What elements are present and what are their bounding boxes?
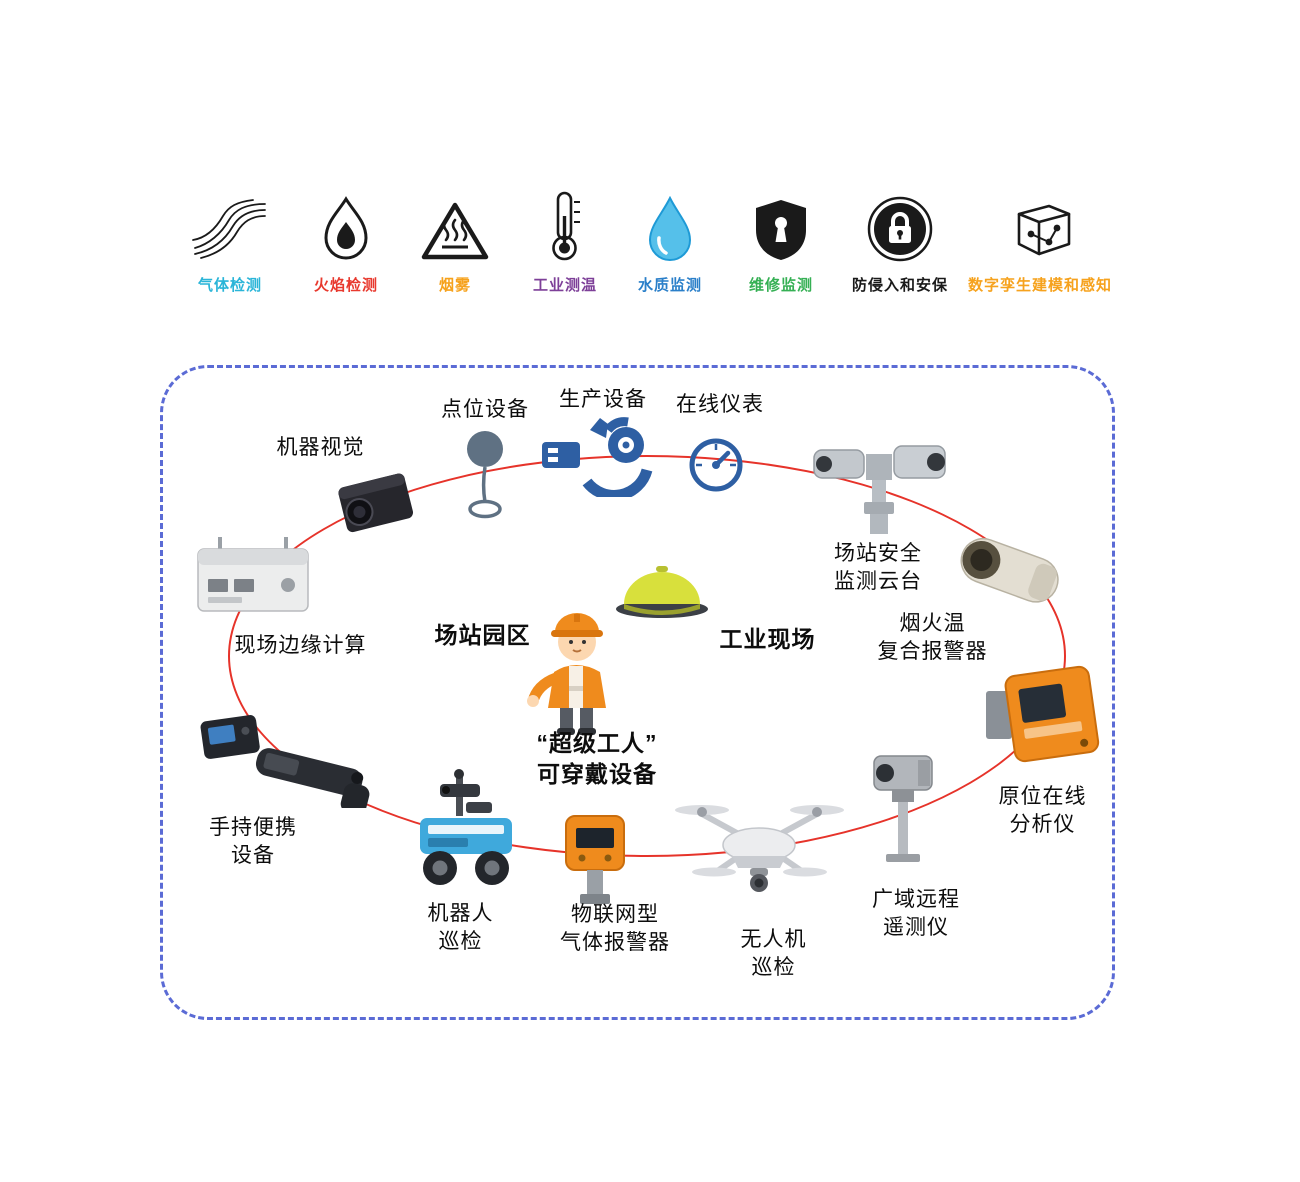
- legend-label-smoke: 烟雾: [438, 277, 471, 294]
- legend-label-maintenance-monitoring: 维修监测: [748, 277, 813, 294]
- wide-area-telemetry-label: 广域远程 遥测仪: [872, 888, 960, 940]
- in-situ-analyzer-icon: [982, 665, 1100, 765]
- station-ptz-label: 场站安全 监测云台: [834, 542, 922, 594]
- ptz-dual-camera-icon: [812, 428, 947, 538]
- legend-item-maintenance-monitoring: 维修监测: [716, 190, 846, 295]
- legend-item-digital-twin: 数字孪生建模和感知: [950, 190, 1130, 295]
- drone-icon: [672, 788, 847, 903]
- production-equipment-label: 生产设备: [559, 388, 647, 411]
- drone-inspection-label: 无人机 巡检: [740, 928, 807, 980]
- in-situ-analyzer-label: 原位在线 分析仪: [998, 785, 1087, 837]
- lock-icon: [867, 190, 933, 262]
- legend-item-smoke: 烟雾: [390, 190, 520, 295]
- smoke-warning-icon: [420, 190, 490, 262]
- smart-helmet-icon: [612, 552, 712, 620]
- legend-label-flame-detection: 火焰检测: [313, 277, 378, 294]
- gauge-icon: [688, 436, 744, 494]
- legend-item-intrusion-security: 防侵入和安保: [830, 190, 970, 295]
- system-boundary-dashed-frame: [160, 365, 1115, 1020]
- legend-label-digital-twin: 数字孪生建模和感知: [967, 277, 1112, 294]
- location-pin-icon: [456, 428, 514, 523]
- edge-computing-label: 现场边缘计算: [234, 634, 367, 657]
- digital-twin-cube-icon: [1005, 190, 1075, 262]
- industrial-site-label: 工业现场: [719, 626, 816, 652]
- point-device-label: 点位设备: [441, 398, 529, 421]
- fire-smoke-temp-camera-icon: [948, 522, 1070, 617]
- legend-label-intrusion-security: 防侵入和安保: [851, 277, 948, 294]
- iot-gas-alarm-label: 物联网型 气体报警器: [560, 903, 670, 955]
- edge-computing-box-icon: [192, 535, 314, 621]
- gas-waves-icon: [191, 190, 269, 262]
- worker-cartoon-icon: [524, 600, 629, 735]
- legend-label-industrial-temperature: 工业测温: [532, 277, 597, 294]
- telemetry-camera-icon: [858, 750, 953, 865]
- legend-label-water-quality: 水质监测: [637, 277, 702, 294]
- robot-arm-icon: [542, 412, 657, 501]
- legend-item-water-quality: 水质监测: [605, 190, 735, 295]
- legend-label-gas-detection: 气体检测: [197, 277, 262, 294]
- flame-icon: [318, 190, 374, 262]
- inspection-robot-icon: [400, 768, 540, 903]
- thermometer-icon: [548, 190, 582, 262]
- station-park-label: 场站园区: [434, 622, 531, 648]
- shield-keyhole-icon: [753, 190, 809, 262]
- legend-item-gas-detection: 气体检测: [165, 190, 295, 295]
- iot-gas-alarm-icon: [560, 812, 630, 907]
- machine-vision-camera-icon: [328, 462, 423, 547]
- legend-item-flame-detection: 火焰检测: [281, 190, 411, 295]
- online-instrument-label: 在线仪表: [676, 393, 764, 416]
- connection-ring-ellipse: [228, 455, 1066, 857]
- handheld-devices-icon: [196, 708, 386, 815]
- water-drop-icon: [646, 190, 694, 262]
- fire-smoke-temp-alarm-label: 烟火温 复合报警器: [877, 612, 988, 664]
- handheld-devices-label: 手持便携 设备: [209, 816, 297, 868]
- super-worker-wearables-label: “超级工人” 可穿戴设备: [536, 730, 658, 788]
- legend-item-industrial-temperature: 工业测温: [500, 190, 630, 295]
- machine-vision-label: 机器视觉: [276, 436, 365, 459]
- robot-inspection-label: 机器人 巡检: [427, 902, 494, 954]
